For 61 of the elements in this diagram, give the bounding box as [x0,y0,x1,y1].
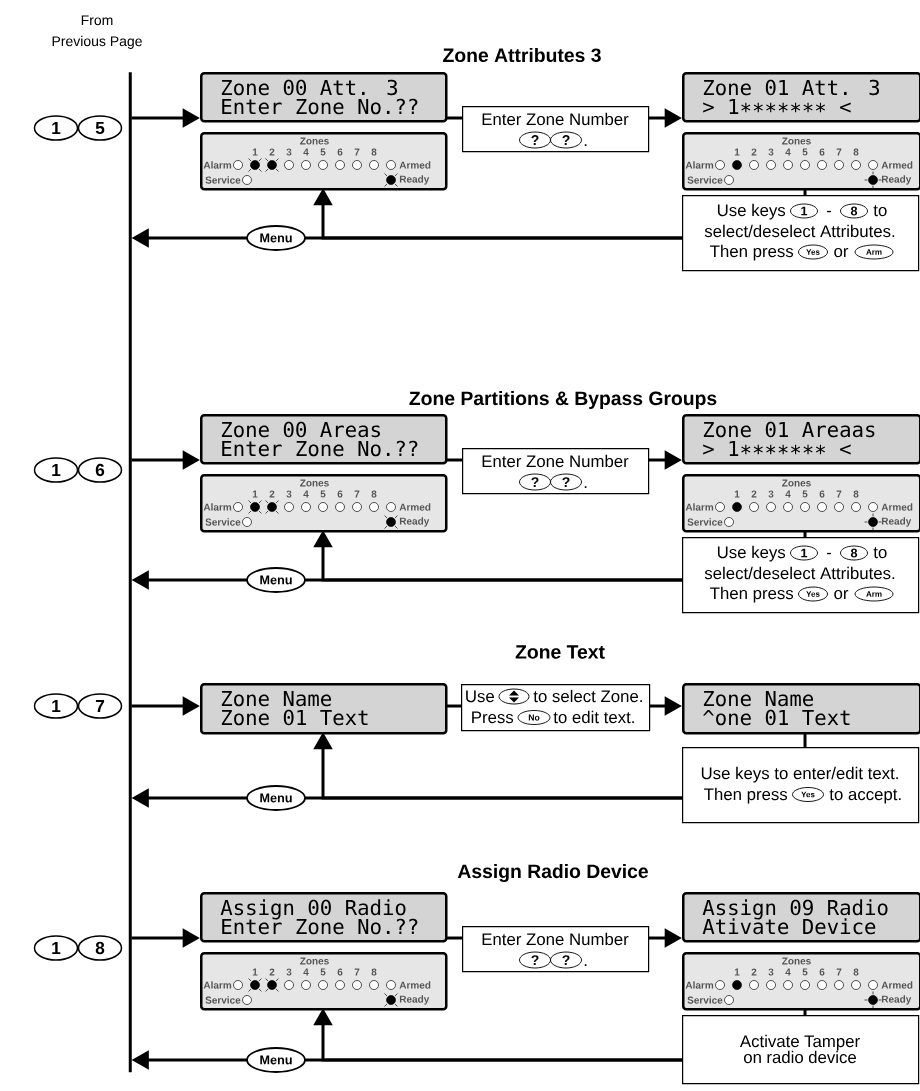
connector-line [445,704,461,708]
key-button: Yes [792,787,824,802]
key-button: Arm [854,244,894,260]
key-button: ? [550,951,582,969]
section-title: Assign Radio Device [457,863,648,883]
lcd-display: Zone Name ^one 01 Text [682,683,920,735]
connector-line [803,1008,807,1015]
page-reference-text: Previous Page [52,35,142,49]
key-button: ? [550,131,582,149]
lcd-display: Zone 00 Att. 3 Enter Zone No.?? [200,72,448,123]
lcd-display: Zone 01 Att. 3 > 1∗∗∗∗∗∗∗ < [682,72,920,123]
lcd-display: Zone 00 Areas Enter Zone No.?? [200,414,448,465]
key-button: No [517,710,551,725]
key-button: Arm [854,586,894,602]
instruction-box: Activate Tamper on radio device [682,1015,920,1085]
key-button: 5 [77,115,123,141]
key-button: Yes [798,244,828,260]
led-panel: Zones 1 2 3 4 5 6 7 8 Alarm Armed Service Ready [682,474,920,533]
lcd-display: Assign 00 Radio Enter Zone No.?? [200,892,448,943]
key-button: ? [519,951,551,969]
connector-line [803,530,807,537]
key-button: ? [519,473,551,491]
lcd-display: Assign 09 Radio Ativate Device [682,892,920,943]
connector-line [803,188,807,195]
led-panel: Zones 1 2 3 4 5 6 7 8 Alarm Armed Service Ready [682,952,920,1011]
key-button: 1 [33,457,79,483]
key-button: 1 [790,545,818,561]
key-button: 8 [77,935,123,961]
menu-button: Menu [246,225,306,251]
connector-line [803,732,807,747]
key-button: ? [519,131,551,149]
menu-button: Menu [246,567,306,593]
page-reference-text: From [81,15,113,26]
menu-button: Menu [246,1047,306,1073]
led-panel: Zones 1 2 3 4 5 6 7 8 Alarm Armed Service Ready [200,132,448,191]
led-panel: Zones 1 2 3 4 5 6 7 8 Alarm Armed Service Ready [200,474,448,533]
connector-line [305,236,682,240]
key-button: 6 [77,457,123,483]
section-title: Zone Attributes 3 [443,47,601,63]
lcd-display: Zone Name Zone 01 Text [200,683,448,735]
key-button: 1 [33,693,79,719]
key-button: Yes [798,586,828,602]
key-button: 1 [33,115,79,141]
connector-line [445,936,462,940]
key-button: 7 [77,693,123,719]
connector-line [305,578,682,582]
menu-button: Menu [246,785,306,811]
key-button: 8 [840,203,868,219]
key-button: 8 [840,545,868,561]
led-panel: Zones 1 2 3 4 5 6 7 8 Alarm Armed Service Ready [200,952,448,1011]
connector-line [305,796,682,800]
led-panel: Zones 1 2 3 4 5 6 7 8 Alarm Armed Service Ready [682,132,920,191]
connector-line [445,458,462,462]
lcd-display: Zone 01 Areaas > 1∗∗∗∗∗∗∗ < [682,414,920,465]
connector-line [305,1058,682,1062]
key-button: 1 [790,203,818,219]
key-button: 1 [33,935,79,961]
section-title: Zone Text [515,645,605,659]
section-title: Zone Partitions & Bypass Groups [409,391,717,409]
connector-line [445,116,462,120]
key-button: ? [550,473,582,491]
